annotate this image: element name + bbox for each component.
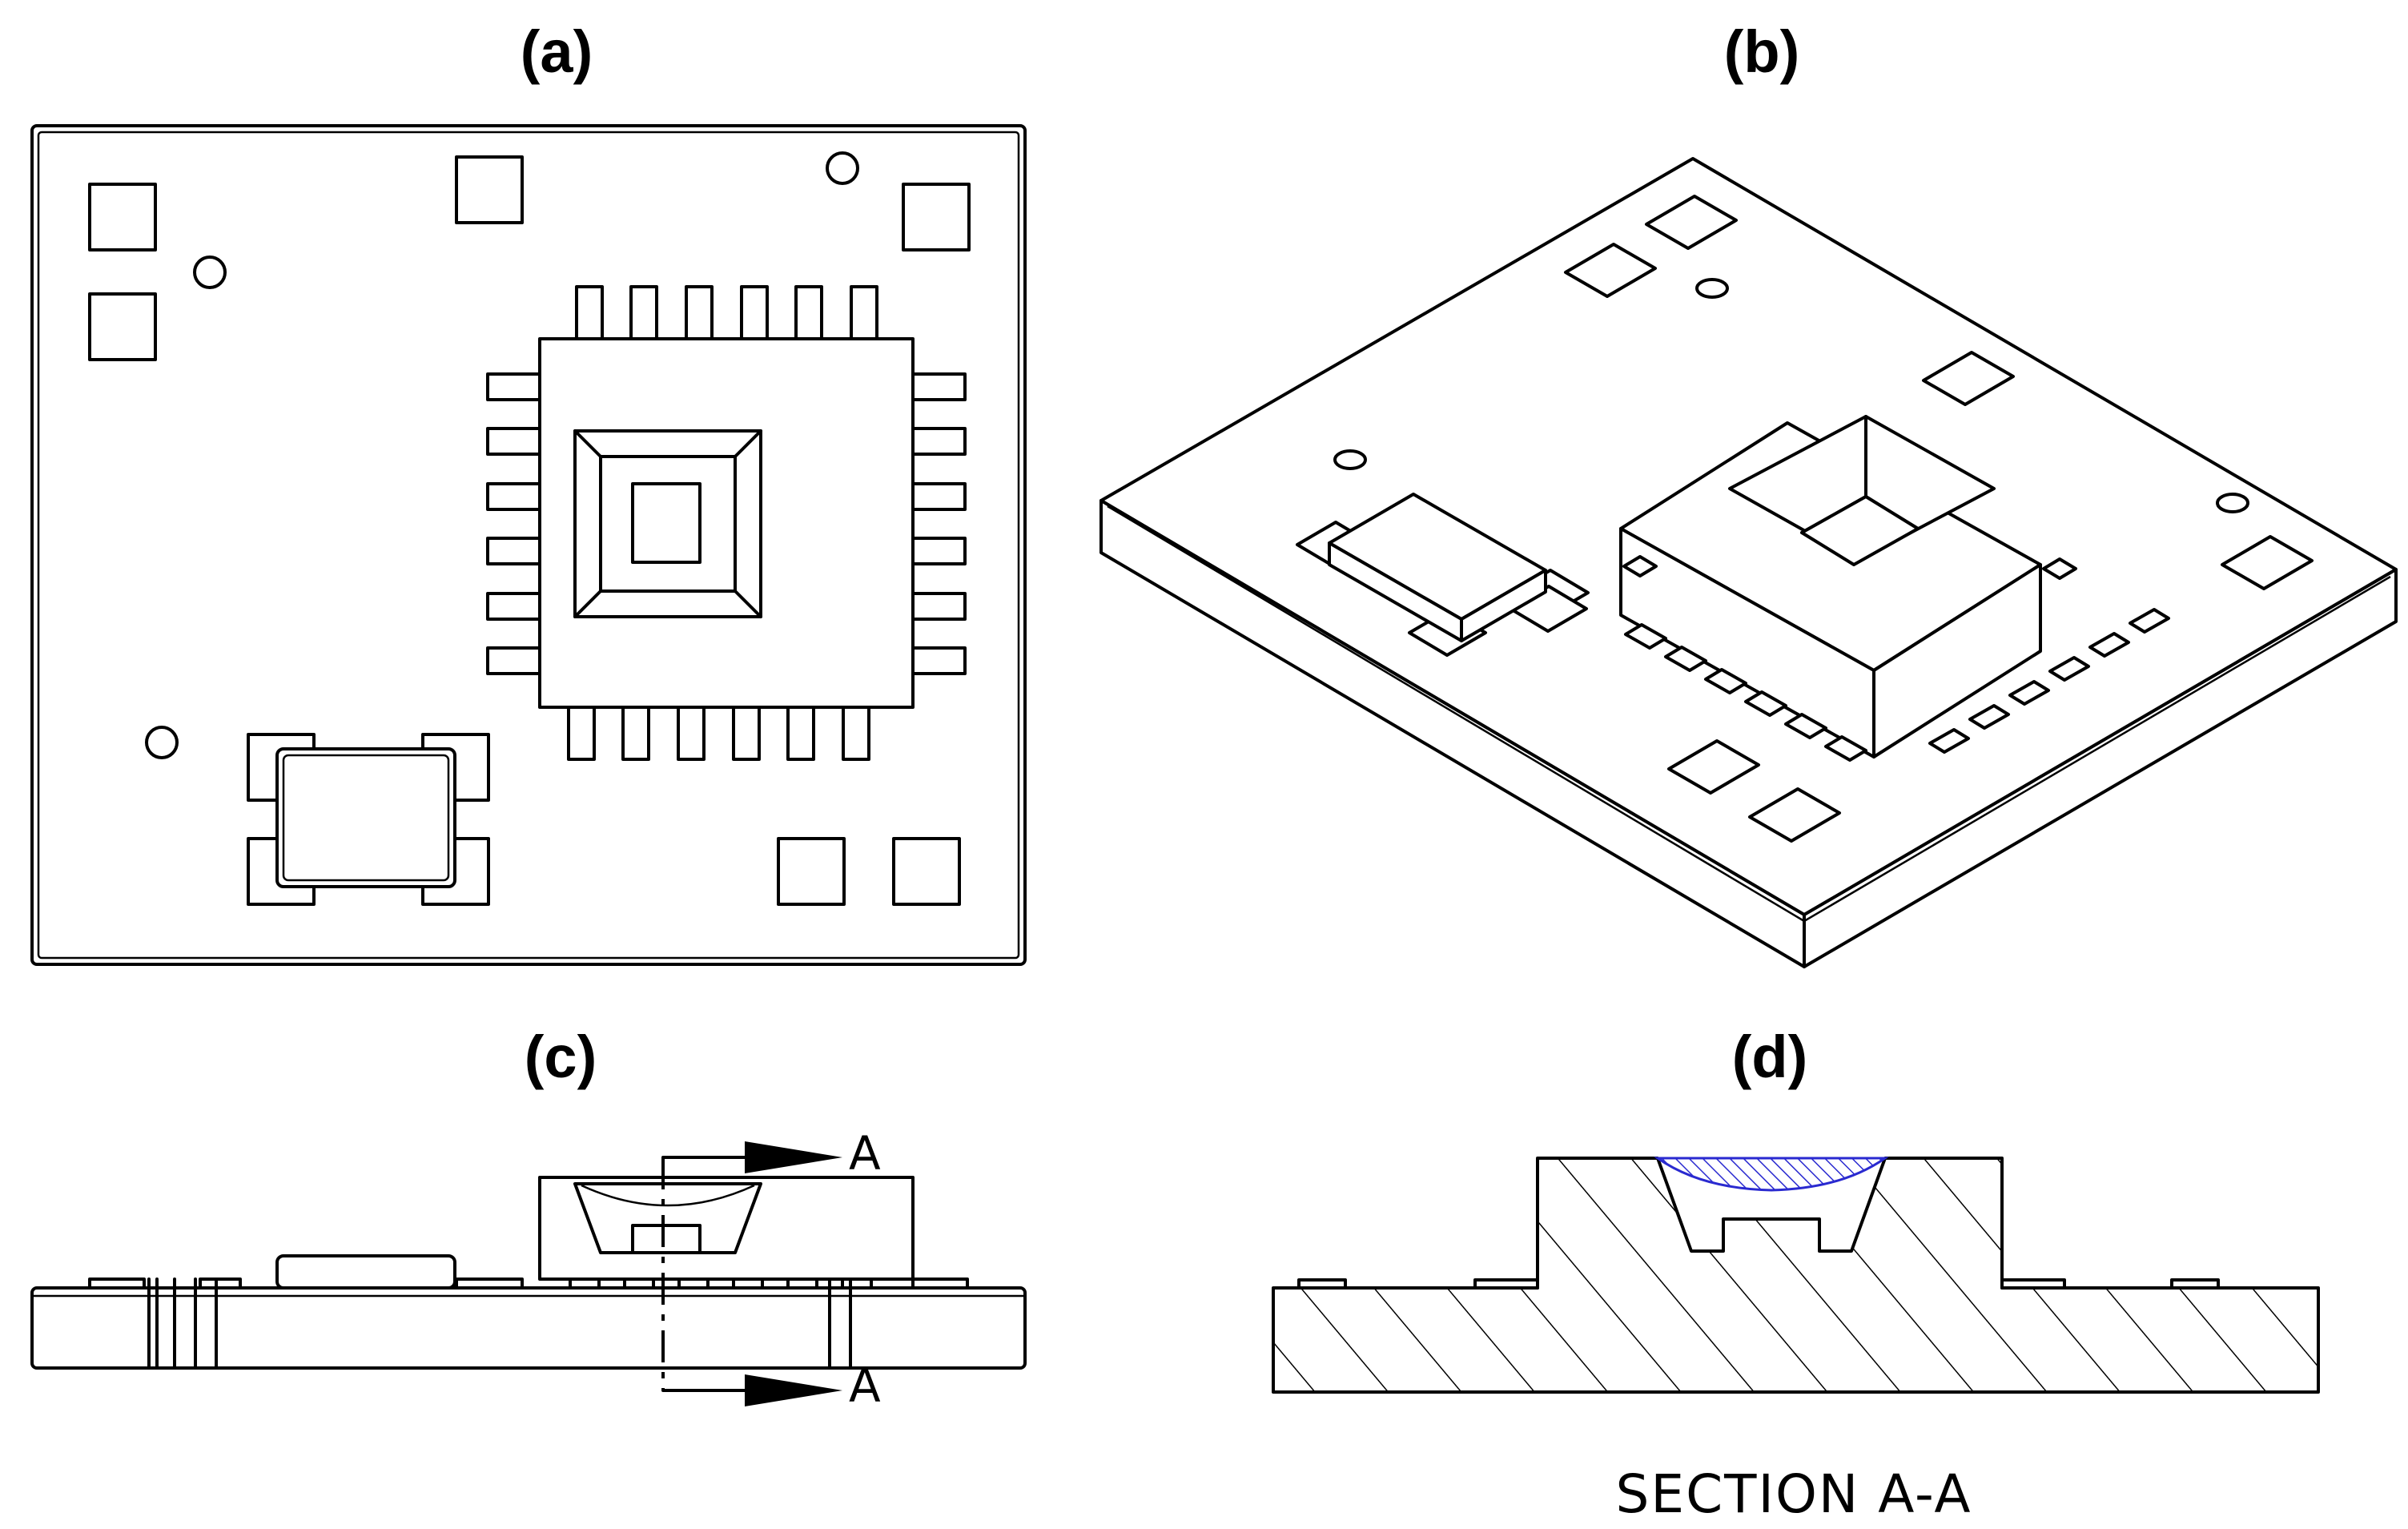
panel-label-d: (d): [1732, 1024, 1808, 1090]
side-view: A A: [30, 1126, 1027, 1413]
iso-pads: [1564, 195, 2314, 843]
panel-label-b: (b): [1724, 18, 1800, 85]
side-ic-pins: [569, 1278, 873, 1290]
isometric-view: [1099, 157, 2398, 968]
section-view: SECTION A-A: [1272, 1157, 2320, 1525]
iso-ic-pins: [1622, 555, 2170, 762]
section-marker-bottom: A: [849, 1358, 881, 1413]
top-view: [30, 124, 1027, 966]
panel-label-c: (c): [525, 1024, 597, 1090]
section-caption: SECTION A-A: [1616, 1463, 1972, 1525]
section-marker-top: A: [849, 1126, 881, 1181]
panel-label-a: (a): [521, 18, 593, 85]
